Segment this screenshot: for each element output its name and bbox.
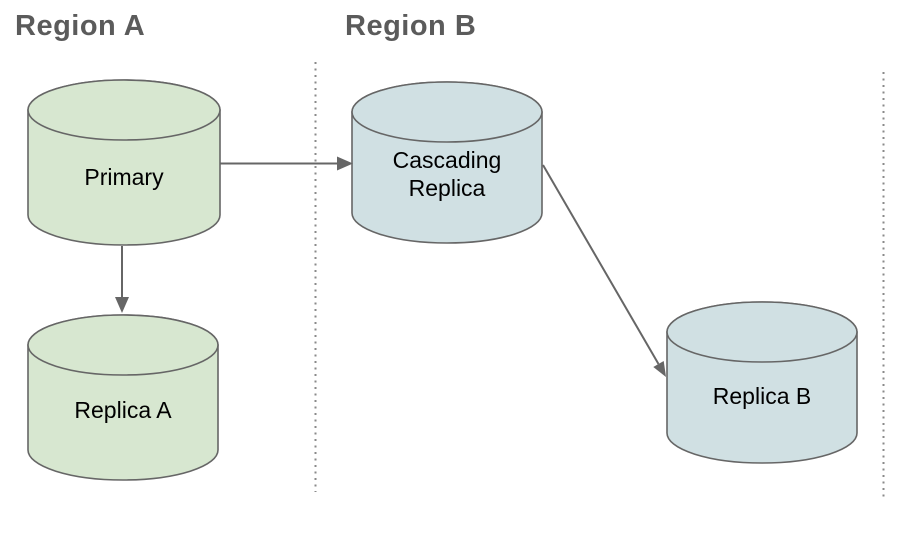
replica-a-node-label: Replica A <box>74 397 172 423</box>
cascading-replica-cylinder-top <box>351 81 543 143</box>
replica-b-cylinder-top <box>666 301 858 363</box>
replica-a-cylinder <box>27 314 219 481</box>
edge-cascading-to-replica-b-arrow <box>542 164 666 377</box>
edge-primary-to-cascading-arrow <box>220 156 353 171</box>
edge-primary-to-replica-a-arrowhead <box>115 297 129 313</box>
replica-b-node-label: Replica B <box>712 383 812 409</box>
replica-b-cylinder <box>666 301 858 464</box>
region-a-title: Region A <box>15 10 146 42</box>
primary-node-label: Primary <box>84 164 164 190</box>
edge-cascading-to-replica-b-line <box>542 164 660 365</box>
region-b-title: Region B <box>345 10 477 42</box>
replica-a-cylinder-top <box>27 314 219 376</box>
primary-cylinder <box>27 79 221 246</box>
cascading-replica-node-label: Cascading Replica <box>392 147 502 201</box>
edge-cascading-to-replica-b-arrowhead <box>653 361 666 377</box>
cascading-replica-cylinder <box>351 81 543 244</box>
edge-primary-to-replica-a-arrow <box>115 246 129 313</box>
edge-primary-to-cascading-arrowhead <box>337 156 353 171</box>
primary-cylinder-top <box>27 79 221 141</box>
